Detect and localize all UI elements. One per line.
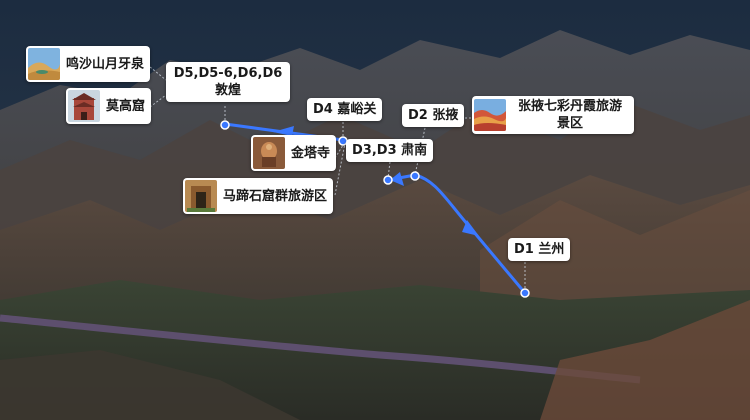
stop-label-text: D2 张掖 [408,108,459,123]
poi-card-jinta[interactable]: 金塔寺 [251,135,337,171]
poi-card-mogao[interactable]: 莫高窟 [66,88,152,124]
stop-label-d1[interactable]: D1 兰州 [508,238,571,261]
stop-label-text: D4 嘉峪关 [313,102,377,117]
temple-photo-icon [68,90,100,122]
stop-marker-d2 [410,171,420,181]
stop-marker-d1 [520,288,530,298]
stop-marker-d3 [383,175,393,185]
desert-photo-icon [28,48,60,80]
stop-label-d2[interactable]: D2 张掖 [402,104,465,127]
stop-label-line-1: D5,D5-6,D6,D6 [173,66,283,81]
stop-label-d3[interactable]: D3,D3 肃南 [346,139,434,162]
route-arrow [462,220,479,236]
stop-label-line-2: 敦煌 [214,83,241,98]
poi-name: 莫高窟 [106,98,146,114]
route-arrow [390,172,404,186]
stop-marker-d5 [220,120,230,130]
poi-name: 金塔寺 [291,145,331,161]
grotto-photo-icon [185,180,217,212]
route-segment-d1-d3 [414,173,527,294]
stop-label-text: D1 兰州 [514,242,565,257]
poi-card-danxia[interactable]: 张掖七彩丹霞旅游景区 [472,96,634,134]
stop-label-d4[interactable]: D4 嘉峪关 [307,98,383,121]
cave-buddha-photo-icon [253,137,285,169]
poi-card-mati[interactable]: 马蹄石窟群旅游区 [183,178,334,214]
poi-name: 马蹄石窟群旅游区 [223,188,328,204]
route-arrow [273,126,294,136]
poi-name: 鸣沙山月牙泉 [66,56,145,72]
poi-card-mingsha[interactable]: 鸣沙山月牙泉 [26,46,151,82]
stop-label-d5[interactable]: D5,D5-6,D6,D6 敦煌 [166,62,290,102]
poi-name: 张掖七彩丹霞旅游景区 [517,99,622,131]
stop-label-text: D3,D3 肃南 [352,143,428,158]
danxia-photo-icon [474,99,506,131]
